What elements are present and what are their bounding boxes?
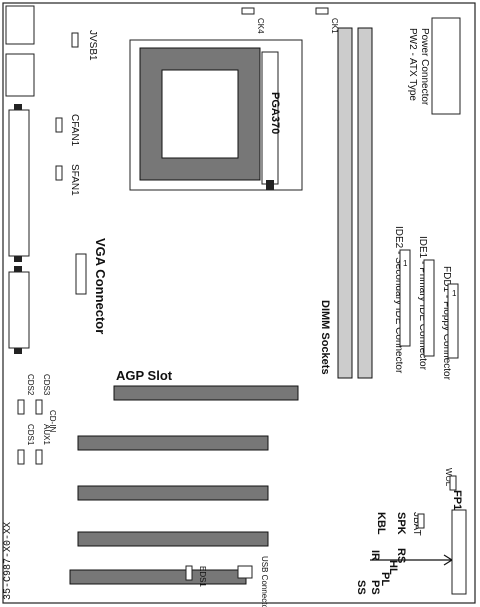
fdd1-label: FDD1 - Floppy Connector [441, 266, 452, 381]
fp1-arrow [370, 554, 453, 566]
fp1-connector [451, 509, 467, 595]
isa-slot [69, 569, 247, 585]
cpu-socket-lever-handle [266, 180, 274, 190]
ide2-connector [399, 249, 411, 347]
pci-slot-2 [77, 485, 269, 501]
pci-slot-3 [77, 531, 269, 547]
rear-io-block-top [5, 5, 35, 45]
ide2-label: IDE2 - Secondary IDE Connector [393, 226, 404, 374]
usb-connector-header [237, 565, 253, 579]
agp-slot [113, 385, 299, 401]
fp1-label: FP1 [451, 490, 463, 510]
cfan1-label: CFAN1 [69, 114, 80, 147]
ck1-label: CK1 [330, 18, 339, 34]
eds1-label: EDS1 [198, 566, 207, 587]
jvsb1-header [71, 32, 79, 48]
vga-connector-label: VGA Connector [93, 238, 108, 334]
ide1-label: IDE1 - Primary IDE Connector [417, 236, 428, 371]
rear-io-tab-2 [14, 256, 22, 262]
fdd1-connector [447, 283, 459, 359]
model-number: 35-C987-X0-XX [3, 522, 14, 600]
pw2-title: PW2 - ATX Type [407, 28, 418, 101]
sfan1-label: SFAN1 [69, 164, 80, 196]
eds1-header [185, 565, 193, 581]
ck1-jumper [315, 7, 329, 15]
aux1-header [35, 449, 43, 465]
cds3-header [35, 399, 43, 415]
pci-slot-1 [77, 435, 269, 451]
pw2-power-connector [431, 17, 461, 115]
vga-header [75, 253, 87, 295]
cds2-label: CDS2 [26, 374, 35, 396]
ps-label: PS [369, 580, 381, 595]
agp-slot-label: AGP Slot [116, 368, 173, 383]
jvsb1-label: JVSB1 [87, 30, 98, 61]
pin1-marker-fdd: 1 [452, 289, 457, 298]
dimm-socket-1 [337, 27, 353, 379]
rear-io-port-lower [8, 271, 30, 349]
rear-io-tab-4 [14, 348, 22, 354]
jbat-label: JBAT [411, 512, 422, 536]
jbat-jumper [417, 513, 425, 529]
spk-label: SPK [395, 512, 407, 535]
wol-header [449, 475, 457, 491]
cfan1-header [55, 117, 63, 133]
rear-io-tab-3 [14, 266, 22, 272]
rear-io-tab-1 [14, 104, 22, 110]
dimm-sockets-label: DIMM Sockets [319, 300, 331, 375]
ck4-label: CK4 [256, 18, 265, 34]
dimm-socket-2 [357, 27, 373, 379]
pw2-subtitle: Power Connector [419, 28, 430, 106]
pl-label: PL [379, 572, 391, 586]
ide1-connector [423, 259, 435, 357]
ck4-jumper [241, 7, 255, 15]
aux1-label: AUX1 [42, 424, 51, 445]
kbl-label: KBL [375, 512, 387, 535]
hl-label: HL [387, 560, 399, 575]
cds1-header [17, 449, 25, 465]
usb-connector-label: USB Connector [260, 556, 269, 607]
wol-label: WOL [444, 468, 453, 487]
rear-io-port-upper [8, 109, 30, 257]
pin1-marker-ide: 1 [403, 259, 408, 268]
cpu-socket-center [161, 69, 239, 159]
rear-io-block-mid [5, 53, 35, 97]
cds3-label: CDS3 [42, 374, 51, 396]
ir-label: IR [369, 550, 381, 561]
cds2-header [17, 399, 25, 415]
ss-label: SS [355, 580, 367, 595]
cd-in-label: CD-IN [48, 410, 57, 432]
cds1-label: CDS1 [26, 424, 35, 446]
pga370-label: PGA370 [269, 92, 281, 134]
sfan1-header [55, 165, 63, 181]
